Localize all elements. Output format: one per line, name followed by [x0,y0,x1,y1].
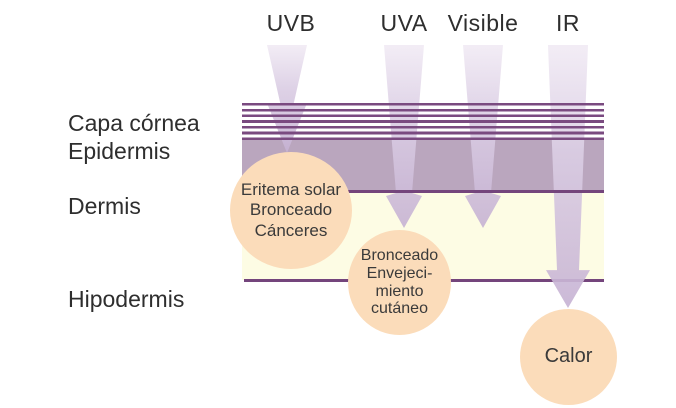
uvb-effects-bubble: Eritema solar Bronceado Cánceres [230,152,352,269]
layer-label-dermis: Dermis [68,193,141,219]
radiation-label-visible: Visible [447,10,519,36]
radiation-label-uvb: UVB [266,10,316,36]
uvb-effect-line: Eritema solar [240,180,342,200]
epidermis-dermis-boundary-line [242,190,604,193]
uvb-effect-line: Bronceado [249,200,333,220]
capa-cornea-striped-band [242,103,604,140]
uva-effects-bubble: Bronceado Envejeci- miento cutáneo [348,230,451,335]
uva-effect-line: Envejeci- [366,264,433,282]
layer-label-epidermis: Epidermis [68,138,171,164]
layer-label-capa-cornea: Capa córnea [68,110,200,136]
uva-effect-line: Bronceado [360,246,439,264]
ir-effects-bubble: Calor [520,309,617,405]
uva-effect-line: miento [375,282,424,300]
radiation-label-ir: IR [556,10,580,36]
radiation-label-uva: UVA [380,10,428,36]
uva-effect-line: cutáneo [371,300,428,318]
uvb-effect-line: Cánceres [254,220,328,240]
layer-label-hipodermis: Hipodermis [68,286,185,312]
ir-effect-line: Calor [544,345,593,368]
